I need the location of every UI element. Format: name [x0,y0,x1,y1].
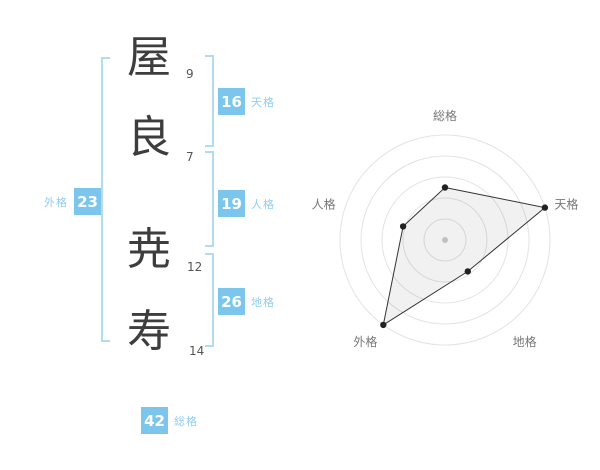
name-char-2: 良 [127,112,171,163]
gaikaku-value-badge: 23 [74,188,101,215]
radar-data-point [541,204,549,211]
name-char-4: 寿 [127,306,171,357]
radar-grid-ring [381,176,509,304]
radar-axis-label: 地格 [513,334,537,349]
jinkaku-value-badge: 19 [218,190,245,217]
tenkaku-label: 天格 [251,95,275,109]
radar-data-point [399,223,407,230]
stroke-count-3: 12 [187,260,203,274]
soukaku-label: 総格 [174,414,198,428]
radar-chart-container: 総格天格地格 外格 人格 [295,100,595,390]
gaikaku-row: 外格 23 [44,188,101,215]
jinkaku-bracket [205,151,214,247]
tenkaku-value-badge: 16 [218,88,245,115]
jinkaku-row: 19 人格 [218,190,275,217]
tenkaku-row: 16 天格 [218,88,275,115]
radar-grid-ring [339,134,551,346]
chikaku-label: 地格 [251,295,275,309]
stroke-count-4: 14 [189,344,205,358]
gaikaku-label: 外格 [44,195,68,209]
stroke-count-1: 9 [186,67,194,81]
chikaku-bracket [205,253,214,347]
radar-grid-ring [360,155,530,325]
radar-grid-ring [402,197,488,283]
radar-axis-label: 天格 [554,197,578,212]
radar-axis-label: 人格 [312,197,336,212]
radar-data-point [464,268,471,275]
radar-grid-ring [423,218,467,262]
chikaku-value-badge: 26 [218,288,245,315]
soukaku-value-badge: 42 [141,407,168,434]
name-char-1: 屋 [127,32,171,83]
name-char-3: 尭 [127,224,171,275]
tenkaku-bracket [205,55,214,147]
radar-data-point [441,184,449,191]
soukaku-row: 42 総格 [141,407,198,434]
chikaku-row: 26 地格 [218,288,275,315]
radar-data-polygon [382,186,547,326]
radar-axis-label: 外格 [353,334,377,349]
stroke-count-2: 7 [186,150,194,164]
gaikaku-bracket [101,57,110,342]
radar-axis-label: 総格 [433,108,457,123]
jinkaku-label: 人格 [251,197,275,211]
radar-data-point [380,321,387,329]
radar-center-dot [442,237,448,243]
